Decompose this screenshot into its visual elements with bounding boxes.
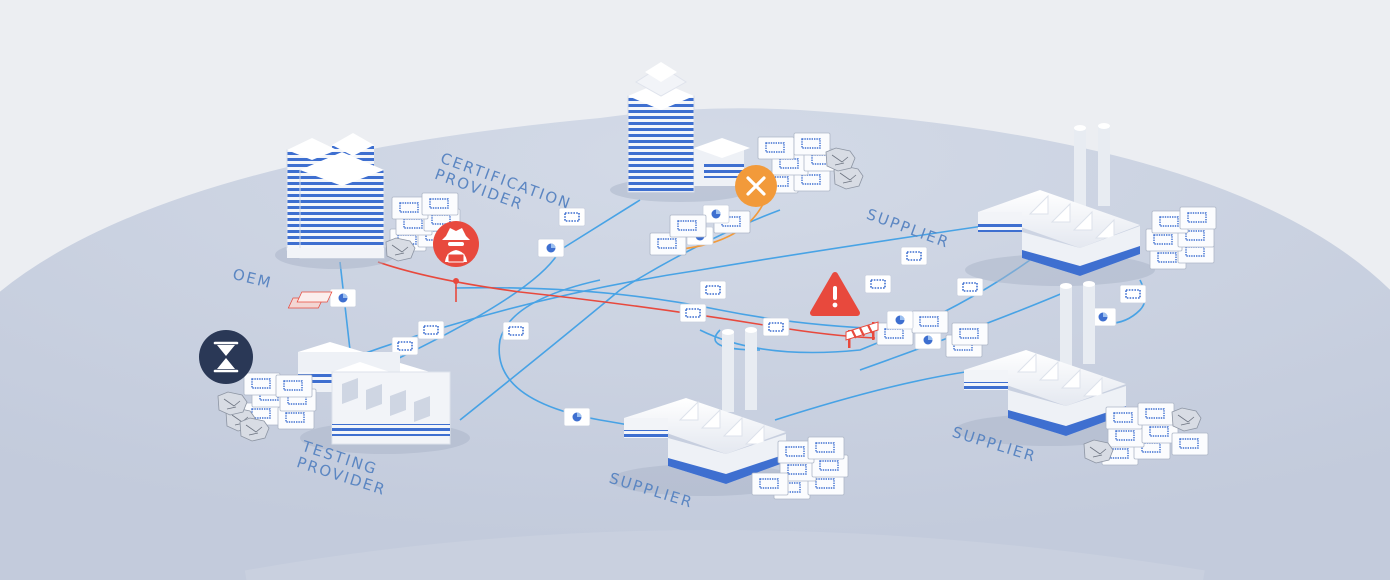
compromised-connection <box>377 261 876 339</box>
warning-icon <box>810 272 860 316</box>
supplier-top-right-building <box>965 123 1155 286</box>
close-icon <box>735 165 777 207</box>
paper-pile-supplier-top-right <box>1145 206 1217 270</box>
hourglass-icon <box>199 330 253 384</box>
supplier-bottom-right-building <box>955 281 1145 446</box>
roadblock-icon <box>845 321 879 348</box>
oem-building <box>275 133 395 269</box>
hacker-icon <box>433 221 479 267</box>
testing-provider-building <box>298 342 470 454</box>
certification-building <box>610 62 750 202</box>
documents-intercepted <box>287 291 333 309</box>
